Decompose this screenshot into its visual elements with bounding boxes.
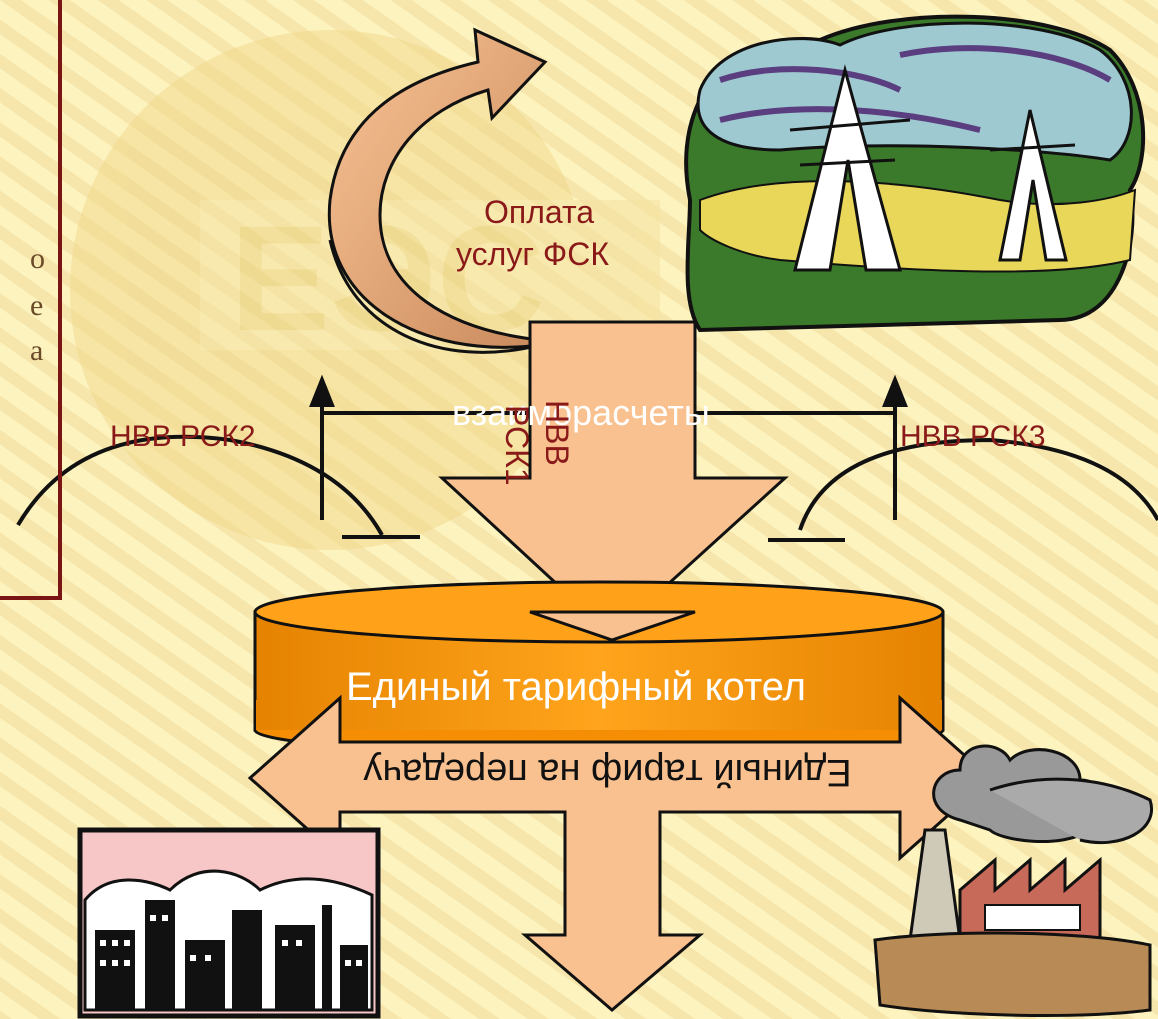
rsk3-arc bbox=[798, 437, 1158, 531]
nvv-rsk3-label: НВВ РСК3 bbox=[900, 420, 1046, 453]
nvv-rsk1-label-line1: НВВ bbox=[539, 400, 575, 466]
city-skyline-illustration bbox=[77, 827, 381, 1019]
settlements-label: взаиморасчеты bbox=[452, 392, 710, 433]
unified-tariff-label: Единый тариф на передачу bbox=[363, 751, 852, 793]
power-lines-illustration bbox=[684, 14, 1146, 333]
nvv-rsk1-label-line2: РСК1 bbox=[499, 405, 535, 486]
ees-watermark-logo: ЕЭС bbox=[70, 30, 660, 550]
unified-tariff-arrow bbox=[247, 694, 993, 1012]
down-arrow-nvv-rsk1 bbox=[438, 320, 789, 638]
sidebar-text-fragment-3: а bbox=[30, 334, 44, 367]
sidebar-frame: о е а bbox=[0, 0, 62, 600]
sidebar-text-fragment-1: о bbox=[30, 242, 45, 275]
nvv-rsk2-label: НВВ РСК2 bbox=[110, 420, 256, 453]
sidebar-text-fragment-2: е bbox=[30, 289, 44, 322]
fsk-payment-label-line1: Оплата bbox=[484, 194, 595, 230]
unified-boiler-label: Единый тарифный котел bbox=[346, 665, 807, 709]
fsk-payment-arrow bbox=[327, 27, 548, 354]
factory-illustration bbox=[873, 744, 1154, 1017]
fsk-payment-label-line2: услуг ФСК bbox=[456, 236, 609, 272]
